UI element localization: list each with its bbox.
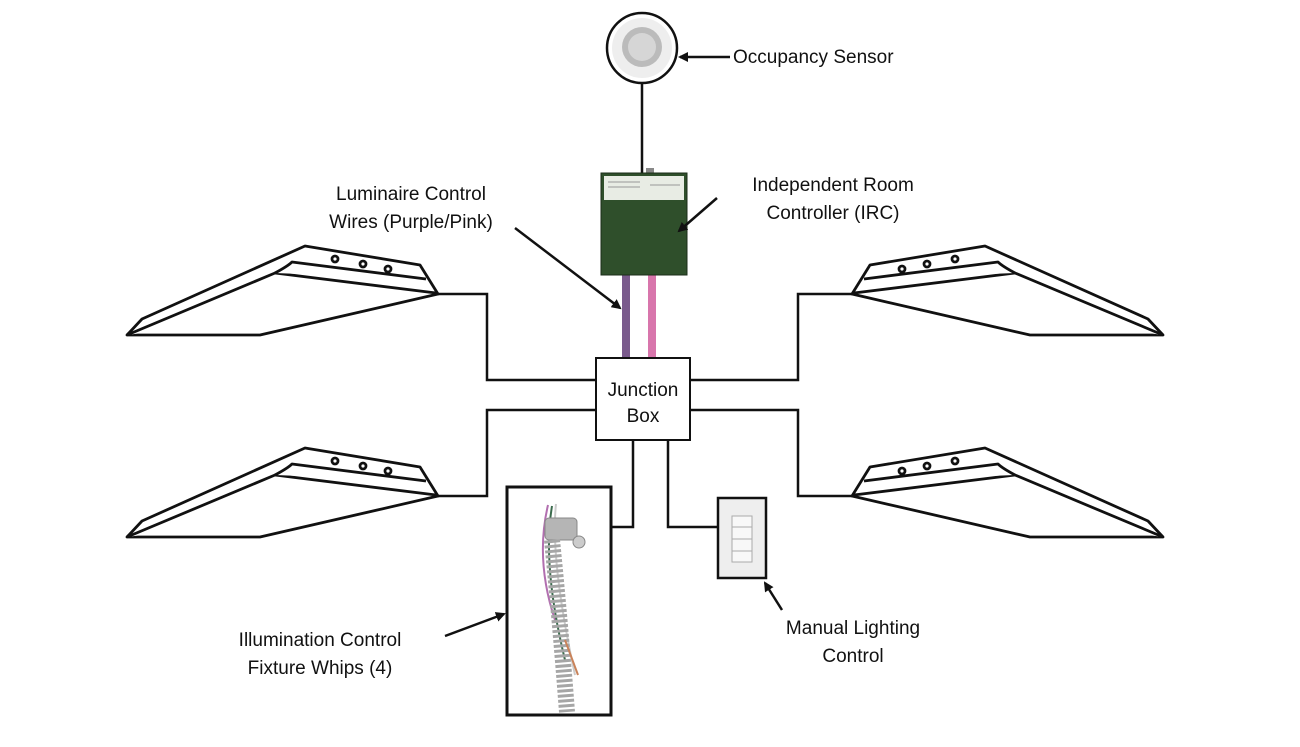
arrow-icon: [763, 581, 784, 611]
irc-label-1: Independent Room: [752, 175, 914, 196]
luminaire-top-left: [125, 244, 440, 337]
manual-control-label-1: Manual Lighting: [786, 618, 920, 639]
junction-box: Junction Box: [595, 357, 691, 441]
arrow-icon: [514, 227, 622, 310]
fixture-whips-image: [505, 485, 613, 717]
luminaire-top-right: [850, 244, 1165, 337]
irc-device-icon: [600, 168, 688, 276]
luminaire-wires-label-2: Wires (Purple/Pink): [329, 212, 493, 233]
luminaire-bottom-right: [850, 446, 1165, 539]
luminaire-bottom-left: [125, 446, 440, 539]
irc-label-2: Controller (IRC): [766, 203, 899, 224]
junction-box-label-2: Box: [627, 406, 660, 427]
pink-wire: [648, 275, 656, 358]
manual-lighting-control-icon: [716, 496, 768, 580]
junction-box-label-1: Junction: [608, 380, 679, 401]
occupancy-sensor-label: Occupancy Sensor: [733, 47, 894, 68]
arrow-icon: [444, 612, 506, 638]
arrow-icon: [677, 197, 718, 233]
wiring: [438, 83, 852, 529]
occupancy-sensor-icon: [605, 11, 679, 85]
fixture-whips-label-1: Illumination Control: [239, 630, 402, 651]
purple-wire: [622, 275, 630, 358]
manual-control-label-2: Control: [822, 646, 883, 667]
fixture-whips-label-2: Fixture Whips (4): [248, 658, 393, 679]
luminaire-wires-label-1: Luminaire Control: [336, 184, 486, 205]
